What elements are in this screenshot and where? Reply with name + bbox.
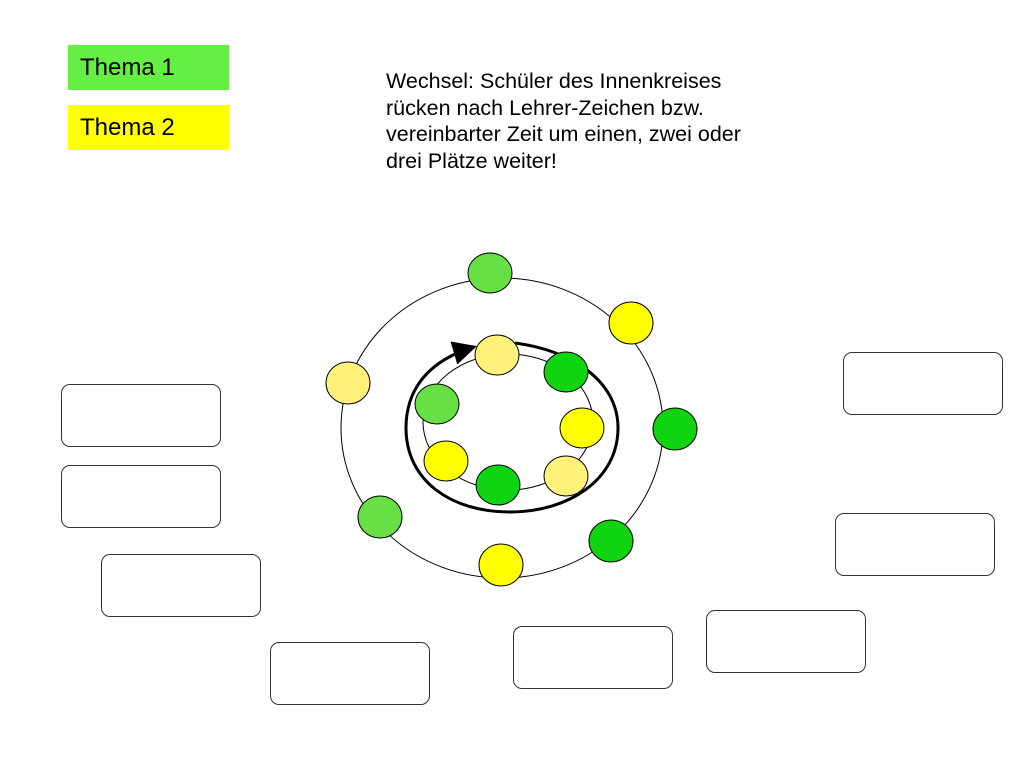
instruction-line: Wechsel: Schüler des Innenkreises xyxy=(386,69,722,93)
blank-answer-box xyxy=(101,554,261,617)
seat-inner-green xyxy=(414,383,460,425)
instruction-line: rücken nach Lehrer-Zeichen bzw. xyxy=(386,95,704,120)
blank-answer-box xyxy=(513,626,673,689)
seat-outer-green xyxy=(588,519,634,563)
outer-seats xyxy=(325,252,698,587)
seat-inner-yellow xyxy=(543,455,589,497)
rotation-arrow xyxy=(404,341,620,514)
seat-inner-yellow xyxy=(559,407,605,449)
seat-inner-yellow xyxy=(423,440,469,482)
inner-seats xyxy=(414,334,605,506)
blank-answer-box xyxy=(835,513,995,576)
seat-outer-yellow xyxy=(608,301,654,345)
seat-inner-yellow xyxy=(474,334,520,376)
seat-outer-green xyxy=(357,495,403,539)
seat-inner-green xyxy=(475,464,521,506)
instruction-line: vereinbarter Zeit um einen, zwei oder xyxy=(386,122,741,146)
seat-outer-green xyxy=(467,252,513,294)
blank-answer-box xyxy=(843,352,1003,415)
legend-thema-2: Thema 2 xyxy=(68,105,229,150)
instruction-text: Wechsel: Schüler des Innenkreises rücken… xyxy=(386,68,826,174)
seat-outer-yellow xyxy=(325,361,371,405)
blank-answer-box xyxy=(706,610,866,673)
seat-outer-yellow xyxy=(478,543,524,587)
blank-answer-box xyxy=(61,465,221,528)
seat-inner-green xyxy=(543,351,589,393)
blank-answer-box xyxy=(270,642,430,705)
instruction-line: drei Plätze weiter! xyxy=(386,148,557,173)
seat-outer-green xyxy=(652,407,698,451)
legend-thema-1: Thema 1 xyxy=(68,45,229,90)
blank-answer-box xyxy=(61,384,221,447)
